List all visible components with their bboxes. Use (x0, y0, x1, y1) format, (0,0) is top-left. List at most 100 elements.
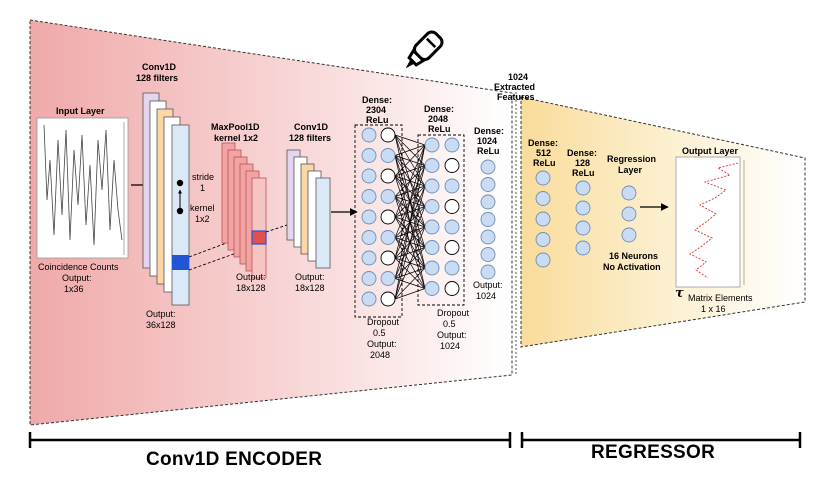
regression-title-1: Regression (607, 154, 657, 164)
input-layer-plot (36, 117, 129, 259)
dense2-neuron (444, 137, 460, 153)
regression-neuron (621, 227, 637, 243)
dense3-neuron (480, 194, 496, 210)
maxpool-output-value: 18x128 (236, 283, 266, 293)
dense3-title: Dense: (474, 126, 505, 136)
dense-connection (394, 134, 426, 146)
dense-connection (394, 267, 426, 279)
dense-connection (394, 226, 426, 300)
dense3-activation: ReLu (477, 146, 500, 156)
dense3-neuron (480, 212, 496, 227)
dense2-units: 2048 (428, 114, 449, 124)
dense1-neuron (361, 127, 377, 143)
dense3-units: 1024 (477, 136, 498, 146)
maxpool-kernel: kernel 1x2 (214, 133, 259, 143)
dense512-neuron (535, 232, 551, 247)
dense2-neuron (424, 199, 440, 214)
encoder-bracket (28, 432, 512, 448)
dense2-neuron (424, 240, 440, 255)
dense1-dropped-neuron (380, 168, 396, 184)
dense2-dropped-neuron (444, 240, 460, 255)
dense3-neuron (480, 177, 496, 192)
conv2-output-label: Output: (295, 272, 325, 282)
dense1-dropout: Dropout (367, 317, 400, 327)
dense-connection (394, 267, 426, 300)
dense-connection (394, 144, 426, 218)
regression-neuron (621, 185, 637, 201)
dense1-neuron (361, 209, 377, 225)
tau-symbol: τ (675, 286, 684, 301)
dense1-neuron (361, 168, 377, 184)
dense2-output-value: 1024 (440, 341, 461, 351)
features-label-1: Extracted (494, 82, 536, 92)
dense1-title: Dense: (362, 95, 393, 105)
dense2-neuron (424, 260, 440, 276)
regression-neurons: 16 Neurons (609, 251, 659, 261)
dense-connection (394, 185, 426, 300)
regression-activation: No Activation (603, 262, 661, 272)
dense1-dropped-neuron (380, 250, 396, 266)
conv1-filters (142, 92, 190, 306)
input-output-value: 1x36 (64, 284, 84, 294)
maxpool-filters (221, 142, 267, 279)
dense2-dropout: Dropout (437, 308, 470, 318)
dense2-neuron (444, 219, 460, 235)
dense2-neuron (424, 158, 440, 173)
dense512-title: Dense: (528, 138, 559, 148)
dense1-neuron (361, 148, 377, 163)
dense2-neuron (444, 260, 460, 276)
dense-connection (394, 288, 426, 300)
conv1-title: Conv1D (142, 62, 177, 72)
conv1-kernel-highlight (172, 255, 189, 270)
regression-title-2: Layer (618, 165, 643, 175)
dense1-neuron (380, 148, 396, 163)
dense1-dropped-neuron (380, 127, 396, 143)
dense2-dropout-value: 0.5 (443, 319, 456, 329)
conv2-title: Conv1D (294, 122, 329, 132)
dense1-neuron (361, 271, 377, 286)
output-layer-shape: 1 x 16 (701, 304, 726, 314)
dense128-neuron (575, 240, 591, 256)
dense-connection (394, 206, 426, 218)
dense2-neuron (424, 219, 440, 235)
dense2-dropped-neuron (444, 281, 460, 296)
dense512-neuron (535, 170, 551, 186)
dense2-neuron (424, 281, 440, 296)
input-layer-caption: Coincidence Counts (38, 262, 119, 272)
dense-connection (394, 185, 426, 197)
maxpool-title: MaxPool1D (211, 122, 260, 132)
dense1-output-value: 2048 (370, 350, 391, 360)
regressor-section-label: REGRESSOR (591, 442, 716, 463)
dense2-title: Dense: (424, 104, 455, 114)
output-layer-caption: Matrix Elements (688, 293, 753, 303)
dense1-neuron (380, 230, 396, 245)
input-layer-title: Input Layer (56, 106, 105, 116)
regressor-region (520, 96, 806, 348)
dense-connection (394, 247, 426, 259)
conv1-filters-label: 128 filters (136, 73, 179, 83)
dense-connection (394, 165, 426, 177)
dense3-neuron (480, 159, 496, 175)
conv1-stride-label: stride (192, 172, 215, 182)
dense3-neuron (480, 247, 496, 262)
output-layer-title: Output Layer (682, 146, 739, 156)
regression-neuron (621, 206, 637, 222)
dense512-units: 512 (536, 148, 552, 158)
dense1-neuron (361, 230, 377, 245)
pen-icon (405, 30, 444, 69)
dense-connection (394, 144, 426, 156)
dense-connection (394, 144, 426, 259)
dense1-neuron (380, 189, 396, 204)
dense512-neuron (535, 211, 551, 227)
conv1-kernel-label: kernel (190, 203, 215, 213)
dense1-neuron (380, 271, 396, 286)
conv2-filters-label: 128 filters (289, 133, 332, 143)
dense3-output-value: 1024 (476, 291, 497, 301)
dense-connections (394, 134, 426, 300)
dense1-units: 2304 (366, 105, 387, 115)
dense1-dropped-neuron (380, 291, 396, 307)
regressor-bracket (520, 432, 802, 448)
dense2-activation: ReLu (428, 124, 451, 134)
